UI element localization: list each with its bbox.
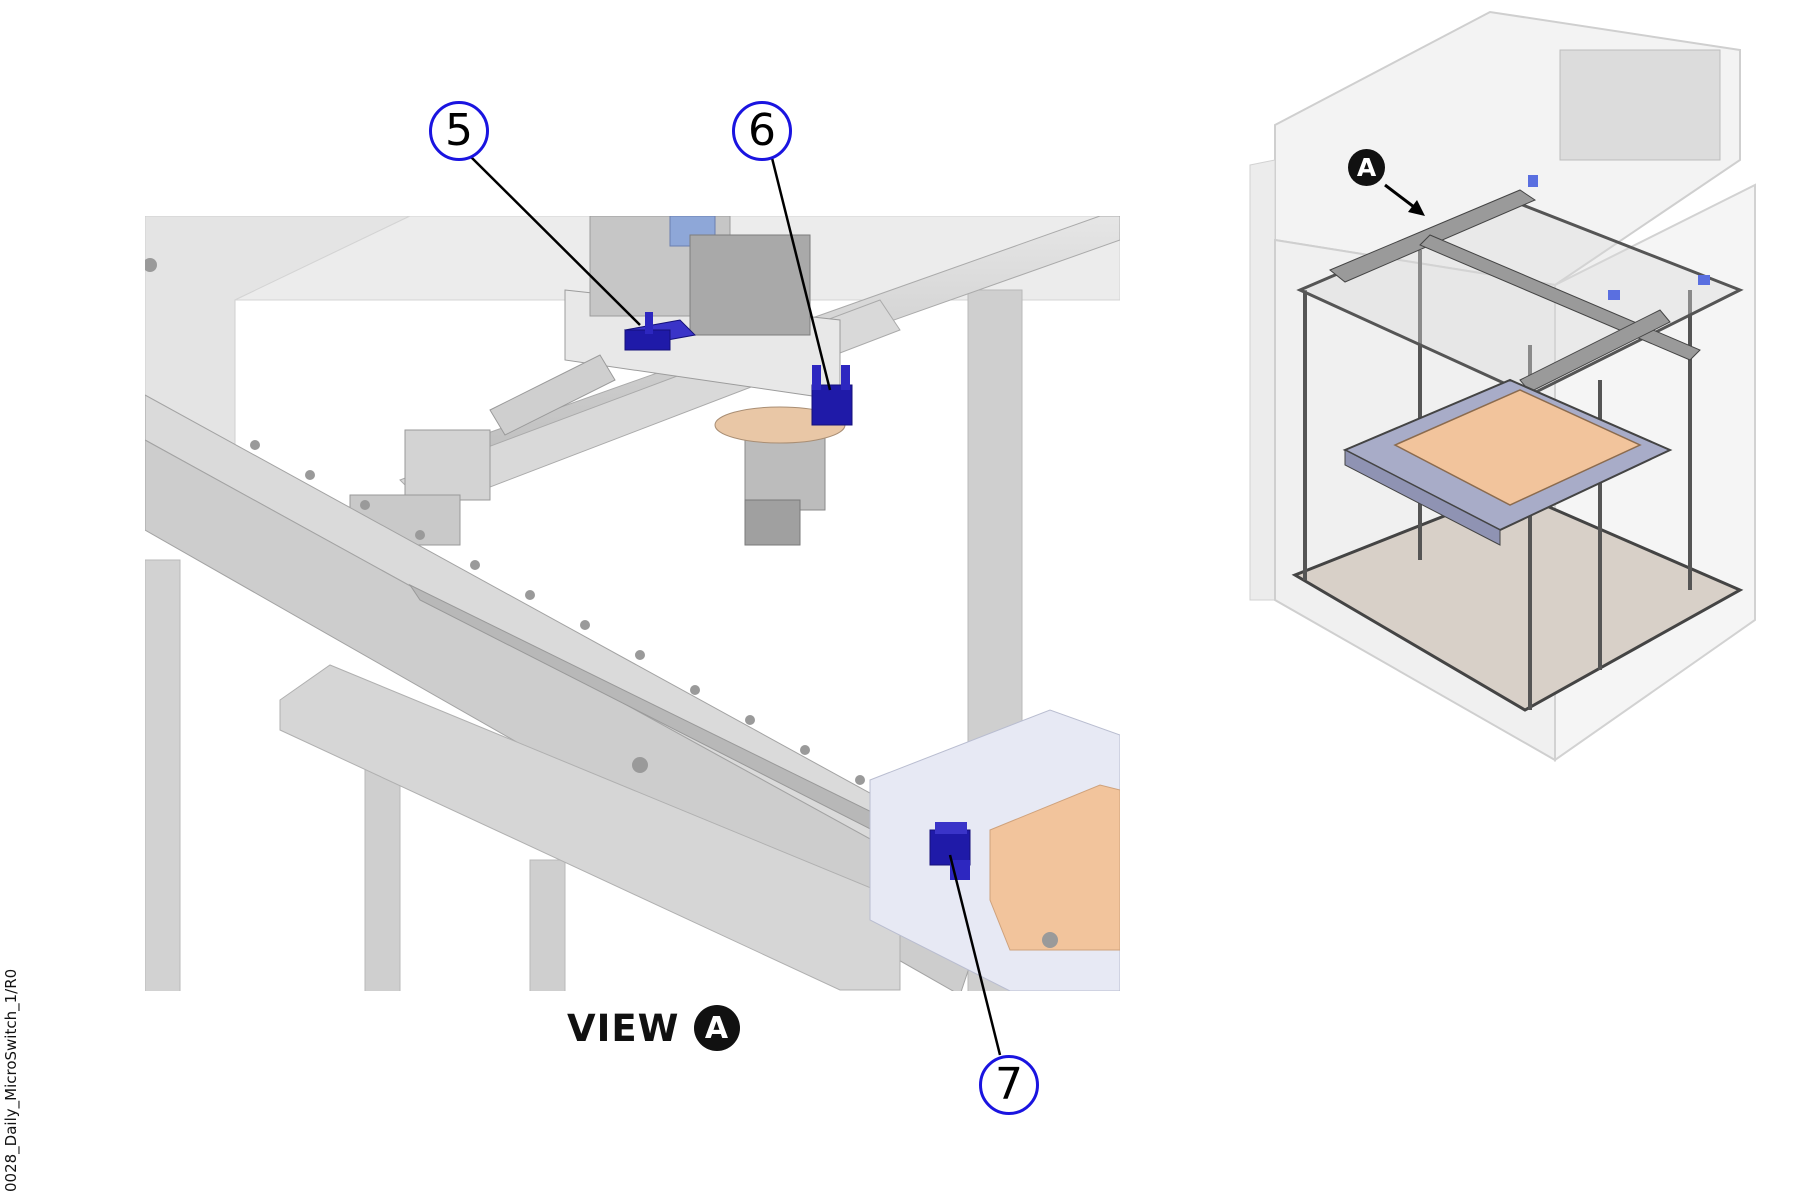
callout-6: 6	[732, 101, 792, 161]
overview-printer-illustration	[1249, 10, 1756, 762]
micro-switch-6	[811, 365, 853, 426]
view-marker-badge: A	[693, 1005, 740, 1051]
leader-line-7	[948, 854, 1002, 1056]
leader-line-5	[469, 155, 641, 326]
micro-switch-5	[623, 312, 697, 351]
callout-5: 5	[429, 101, 489, 161]
leader-line-6	[770, 157, 832, 391]
view-caption-text: VIEW	[567, 1006, 680, 1050]
rail-bolts	[145, 258, 1058, 948]
detail-view-group	[145, 216, 1120, 991]
document-code: 0028_Daily_MicroSwitch_1/R0	[2, 968, 20, 1192]
view-caption: VIEW A	[567, 1005, 740, 1051]
callout-7: 7	[979, 1055, 1039, 1115]
overview-marker-a: A	[1348, 149, 1385, 186]
